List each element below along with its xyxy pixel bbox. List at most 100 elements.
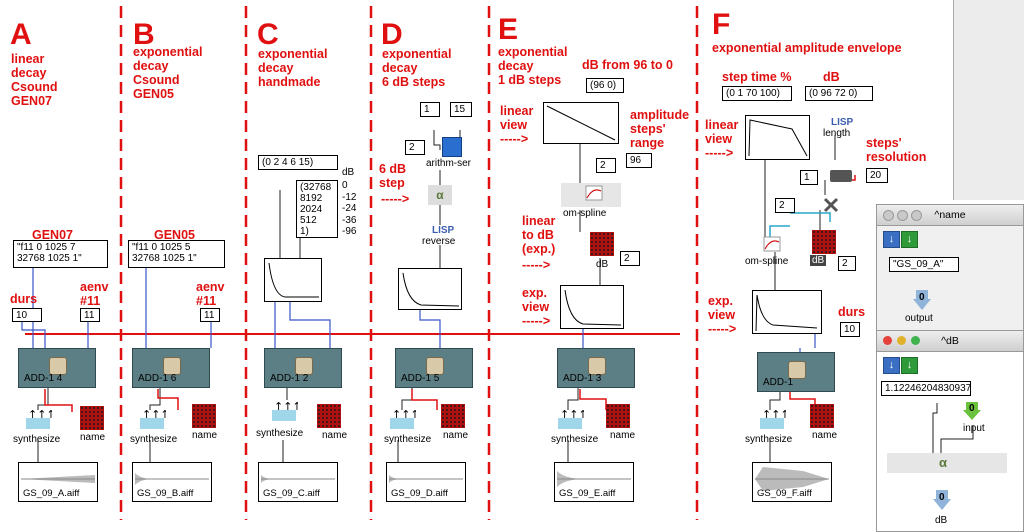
name-window-titlebar[interactable]: ^name [877, 205, 1023, 226]
arithm-ser-icon[interactable] [442, 137, 462, 157]
c-values-list[interactable]: (32768 8192 2024 512 1) [296, 180, 338, 238]
name-d-icon[interactable] [441, 404, 465, 428]
f-two-box[interactable]: 2 [775, 198, 795, 213]
add-d-object[interactable]: ADD-1 5 [395, 348, 473, 388]
move-up-icon[interactable]: ↓ [883, 357, 900, 374]
sound-f-waveform [755, 467, 829, 491]
e-omspline-object[interactable] [561, 183, 621, 207]
name-value-box[interactable]: "GS_09_A" [889, 257, 959, 272]
length-label[interactable]: length [823, 128, 851, 139]
name-f-label: name [812, 430, 838, 441]
f-one-box[interactable]: 1 [800, 170, 818, 185]
divide-icon[interactable] [830, 170, 852, 182]
db-value-box[interactable]: 1.12246204830937 [881, 381, 971, 396]
synthesize-b-icon[interactable]: ↑↑↑ [138, 408, 166, 430]
multiply-icon[interactable] [822, 196, 840, 214]
lambda-object[interactable]: α [887, 453, 1007, 473]
section-letter-b: B [133, 18, 155, 51]
add-f-object[interactable]: ADD-1 [757, 352, 835, 392]
synthesize-f-icon[interactable]: ↑↑↑ [758, 408, 786, 430]
e-exp-plot[interactable] [560, 285, 624, 329]
f-twenty-box[interactable]: 20 [866, 168, 888, 183]
synthesize-c-icon[interactable]: ↑↑↑ [270, 400, 298, 422]
f-exp-arrow: -----> [708, 322, 737, 336]
name-window[interactable]: ^name ↓ ↓ "GS_09_A" 0 output [876, 204, 1024, 332]
db-output-arrow-icon[interactable] [933, 489, 951, 511]
sound-c-waveform [261, 475, 335, 483]
f-db-label: dB [823, 70, 840, 84]
zoom-button[interactable] [911, 336, 920, 345]
name-a-icon[interactable] [80, 406, 104, 430]
sound-e-box[interactable]: GS_09_E.aiff [554, 462, 634, 502]
move-down-icon[interactable]: ↓ [901, 357, 918, 374]
name-a-label: name [80, 432, 106, 443]
name-e-icon[interactable] [606, 404, 630, 428]
section-letter-f: F [712, 8, 731, 41]
synthesize-a-icon[interactable]: ↑↑↑ [24, 408, 52, 430]
f-linear-plot[interactable] [745, 115, 810, 160]
e-two-box[interactable]: 2 [596, 158, 616, 173]
sound-f-box[interactable]: GS_09_F.aiff [752, 462, 832, 502]
db-window-title: ^dB [941, 335, 959, 347]
f-durs-label: durs [838, 305, 866, 319]
output-arrow-icon[interactable] [913, 289, 931, 311]
e-exp-label: exp.view [522, 286, 550, 314]
f-omspline-object[interactable] [758, 232, 786, 256]
f-db-icon[interactable] [812, 230, 836, 254]
synthesize-d-label: synthesize [384, 434, 432, 445]
synthesize-e-icon[interactable]: ↑↑↑ [556, 408, 584, 430]
section-letter-d: D [381, 18, 403, 51]
input-arrow-icon[interactable] [963, 401, 981, 421]
f-two-b-box[interactable]: 2 [838, 256, 856, 271]
zoom-button[interactable] [911, 210, 922, 221]
c-index-list[interactable]: (0 2 4 6 15) [258, 155, 338, 170]
synthesize-d-icon[interactable]: ↑↑↑ [388, 408, 416, 430]
name-b-icon[interactable] [192, 404, 216, 428]
aenv-a-box[interactable]: 11 [80, 308, 100, 322]
e-db-icon[interactable] [590, 232, 614, 256]
minimize-button[interactable] [897, 210, 908, 221]
db-window[interactable]: ^dB ↓ ↓ 1.12246204830937 0 input α 0 dB [876, 330, 1024, 532]
f-exp-plot[interactable] [752, 290, 822, 334]
e-two-b-box[interactable]: 2 [620, 251, 640, 266]
reverse-label[interactable]: reverse [422, 236, 456, 247]
d-curve [402, 272, 460, 307]
d-curve-plot[interactable] [398, 268, 462, 310]
add-icon [426, 357, 444, 375]
sound-c-box[interactable]: GS_09_C.aiff [258, 462, 338, 502]
add-b-object[interactable]: ADD-1 6 [132, 348, 210, 388]
d-start-box[interactable]: 1 [420, 102, 440, 117]
sound-d-box[interactable]: GS_09_D.aiff [386, 462, 466, 502]
d-step-box[interactable]: 2 [405, 140, 425, 155]
d-end-box[interactable]: 15 [450, 102, 472, 117]
sound-a-box[interactable]: GS_09_A.aiff [18, 462, 98, 502]
f-durs-box[interactable]: 10 [840, 322, 860, 337]
minimize-button[interactable] [897, 336, 906, 345]
lambda-icon[interactable]: α [428, 185, 452, 205]
close-button[interactable] [883, 210, 894, 221]
name-b-label: name [192, 430, 218, 441]
close-button[interactable] [883, 336, 892, 345]
sound-b-box[interactable]: GS_09_B.aiff [132, 462, 212, 502]
e-range-box[interactable]: (96 0) [586, 78, 624, 93]
f-db-box[interactable]: (0 96 72 0) [805, 86, 873, 101]
move-up-icon[interactable]: ↓ [883, 231, 900, 248]
gen05-table-box[interactable]: "f11 0 1025 5 32768 1025 1" [128, 240, 225, 268]
move-down-icon[interactable]: ↓ [901, 231, 918, 248]
gen07-table-box[interactable]: "f11 0 1025 7 32768 1025 1" [13, 240, 108, 268]
f-steptime-box[interactable]: (0 1 70 100) [722, 86, 792, 101]
f-step-time-label: step time % [722, 70, 792, 84]
e-linear-plot[interactable] [543, 102, 619, 144]
add-e-object[interactable]: ADD-1 3 [557, 348, 635, 388]
name-f-icon[interactable] [810, 404, 834, 428]
name-c-icon[interactable] [317, 404, 341, 428]
c-curve-plot[interactable] [264, 258, 322, 302]
durs-a-box[interactable]: 10 [12, 308, 42, 322]
add-c-object[interactable]: ADD-1 2 [264, 348, 342, 388]
db-window-titlebar[interactable]: ^dB [877, 331, 1023, 352]
aenv-b-box[interactable]: 11 [200, 308, 220, 322]
e-96-box[interactable]: 96 [626, 153, 652, 168]
add-a-object[interactable]: ADD-1 4 [18, 348, 96, 388]
